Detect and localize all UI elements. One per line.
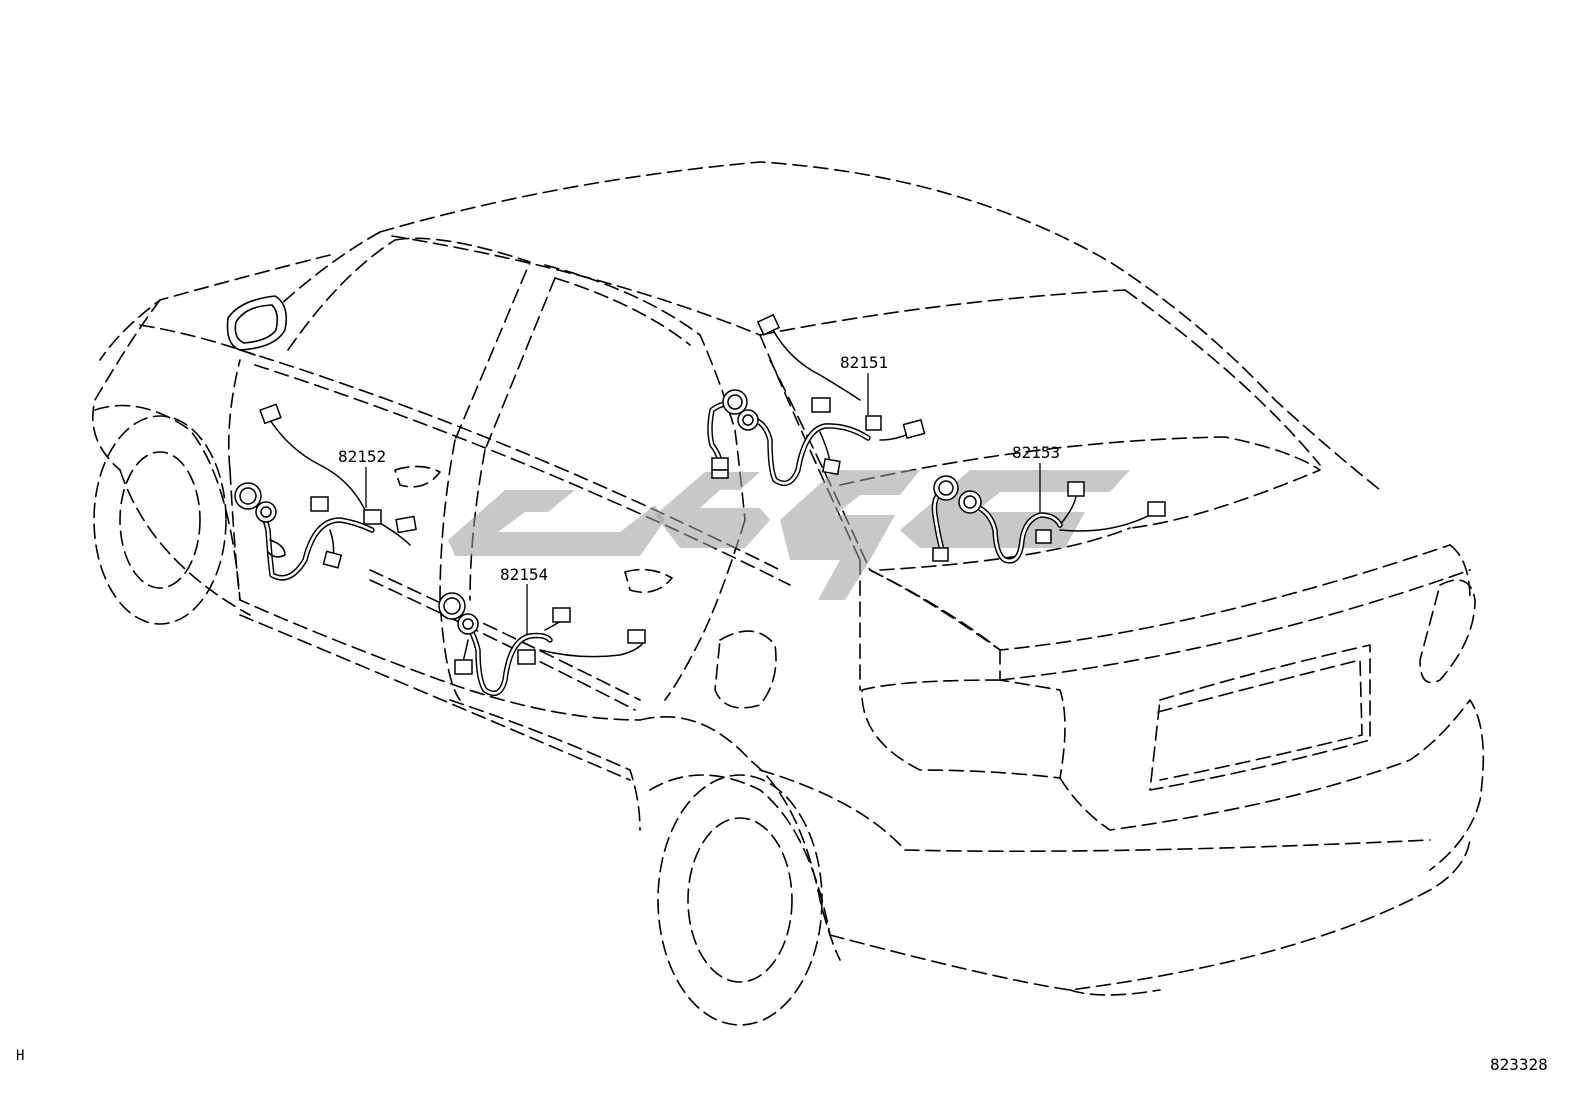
svg-text:82152: 82152 <box>338 447 386 466</box>
part-label-82152: 82152 <box>338 447 386 508</box>
svg-text:82153: 82153 <box>1012 443 1060 462</box>
car-body-outline <box>92 161 1485 1026</box>
harness-82151 <box>707 313 926 487</box>
figure-number: 823328 <box>1490 1055 1548 1074</box>
part-label-82151: 82151 <box>840 353 888 415</box>
harness-82152 <box>234 403 417 581</box>
part-label-82153: 82153 <box>1012 443 1060 512</box>
svg-text:82154: 82154 <box>500 565 548 584</box>
part-label-82154: 82154 <box>500 565 548 635</box>
harness-82154 <box>438 592 646 697</box>
harness-82153 <box>931 475 1166 564</box>
corner-mark: H <box>16 1048 24 1064</box>
svg-text:82151: 82151 <box>840 353 888 372</box>
watermark-logo <box>448 470 1130 600</box>
